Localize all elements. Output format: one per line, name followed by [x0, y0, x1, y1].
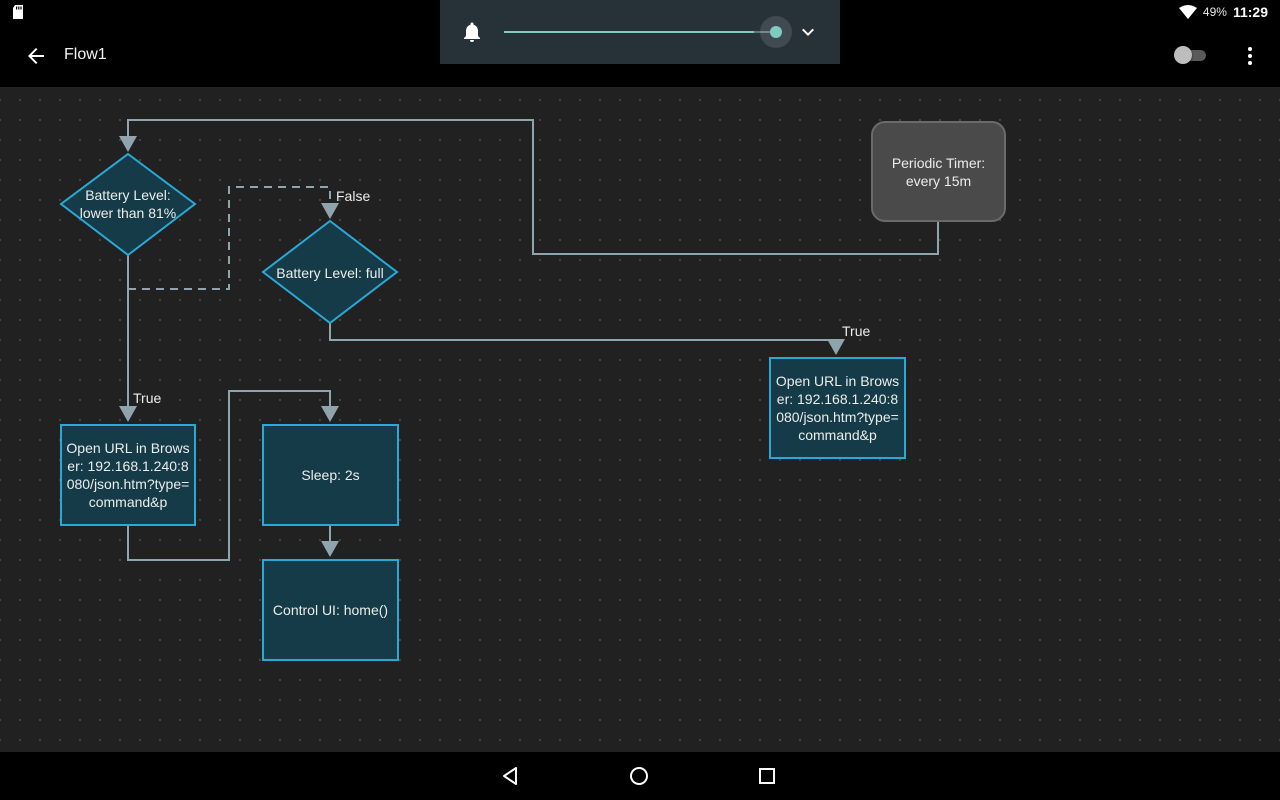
decision-low-text: Battery Level: lower than 81% — [79, 187, 177, 221]
connector-true-right — [329, 323, 837, 342]
decision-low-shape — [59, 152, 197, 257]
true-label-right: True — [842, 323, 871, 339]
toggle-thumb — [1174, 46, 1192, 64]
arrowhead — [321, 203, 339, 219]
battery-percent: 49% — [1202, 5, 1227, 19]
clock: 11:29 — [1232, 4, 1268, 20]
volume-panel — [440, 0, 840, 64]
sd-card-icon — [13, 5, 23, 19]
connector-url-to-sleep — [127, 390, 331, 561]
chevron-down-icon[interactable] — [796, 20, 820, 44]
action-open-url-right[interactable]: Open URL in Browser: 192.168.1.240:8080/… — [769, 357, 906, 459]
navigation-bar — [0, 752, 1280, 800]
connector-false-branch — [128, 186, 331, 290]
arrowhead — [119, 136, 137, 152]
decision-battery-low[interactable]: Battery Level: lower than 81% — [70, 181, 186, 227]
page-title: Flow1 — [64, 46, 107, 63]
decision-battery-full[interactable]: Battery Level: full — [262, 263, 398, 283]
toggle-track — [1178, 50, 1206, 61]
false-label: False — [336, 188, 371, 204]
connectors — [59, 119, 939, 561]
flow-canvas[interactable]: Periodic Timer: every 15m Battery Level:… — [0, 87, 1280, 752]
nav-home-icon[interactable] — [627, 764, 651, 788]
wifi-icon — [1178, 5, 1197, 19]
arrowhead — [321, 406, 339, 422]
arrowhead — [321, 541, 339, 557]
action-sleep[interactable]: Sleep: 2s — [262, 424, 399, 526]
open-url-right-text: Open URL in Browser: 192.168.1.240:8080/… — [775, 373, 900, 443]
trigger-text: Periodic Timer: every 15m — [891, 154, 986, 189]
control-ui-text: Control UI: home() — [272, 602, 389, 618]
decision-full-text: Battery Level: full — [276, 265, 384, 281]
sleep-text: Sleep: 2s — [301, 467, 360, 483]
flow-enable-toggle[interactable] — [1174, 46, 1206, 64]
nav-recents-icon[interactable] — [755, 764, 779, 788]
volume-fill — [504, 31, 755, 33]
nav-back-icon[interactable] — [499, 764, 523, 788]
connector-timer-to-decision — [127, 119, 939, 255]
open-url-left-text: Open URL in Browser: 192.168.1.240:8080/… — [66, 440, 190, 510]
back-arrow-icon[interactable] — [24, 44, 48, 68]
true-label-left: True — [133, 390, 162, 406]
decision-full-shape — [261, 219, 399, 325]
volume-slider[interactable] — [504, 31, 776, 33]
arrowhead — [827, 339, 845, 355]
more-vert-icon[interactable] — [1238, 44, 1262, 68]
arrowhead — [119, 406, 137, 422]
trigger-periodic-timer[interactable]: Periodic Timer: every 15m — [871, 121, 1006, 222]
action-control-ui[interactable]: Control UI: home() — [262, 559, 399, 661]
volume-thumb[interactable] — [770, 26, 782, 38]
bell-icon[interactable] — [460, 20, 484, 44]
action-open-url-left[interactable]: Open URL in Browser: 192.168.1.240:8080/… — [60, 424, 196, 526]
